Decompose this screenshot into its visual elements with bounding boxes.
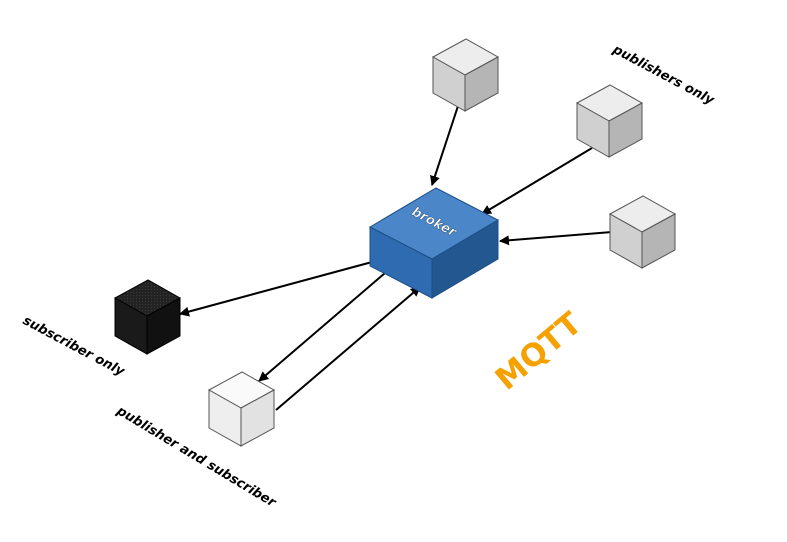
publisher-cube-top — [431, 38, 500, 112]
publisher-cube-lower — [608, 195, 677, 269]
arrow-publisher-right-to-broker — [481, 147, 593, 215]
broker-node: broker — [368, 187, 500, 299]
broker-right-face — [431, 219, 499, 299]
subscriber-cube — [113, 279, 182, 355]
publisher-cube-right — [575, 84, 644, 158]
connection-arrows — [179, 105, 613, 411]
arrow-publisher-lower-to-broker — [499, 231, 613, 246]
pubsub-cube — [207, 371, 276, 447]
arrow-broker-to-subscriber — [179, 261, 373, 317]
arrow-pubsub-to-broker — [275, 286, 421, 411]
label-subscriber-only: subscriber only — [20, 313, 127, 379]
diagram-title: MQTT — [489, 305, 589, 397]
arrow-broker-to-pubsub — [258, 272, 386, 382]
arrow-publisher-top-to-broker — [430, 105, 459, 186]
